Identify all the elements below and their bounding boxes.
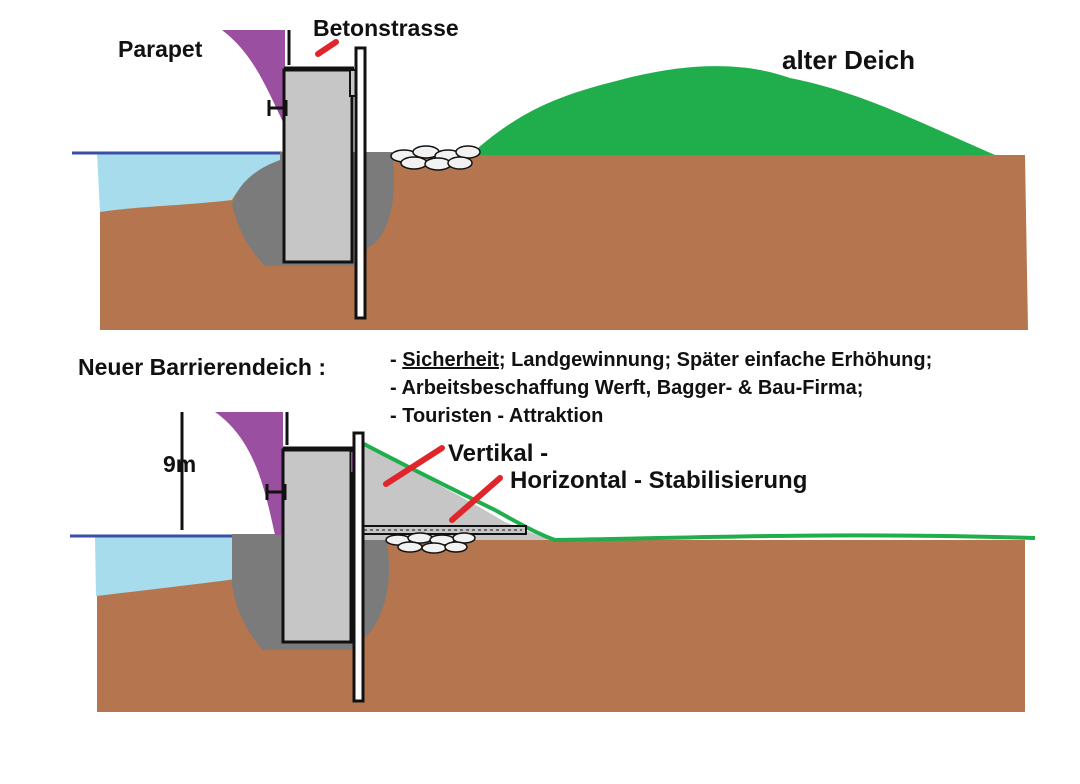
benefits-list: - Sicherheit; Landgewinnung; Später einf…	[390, 346, 932, 430]
current-dike-section	[72, 30, 1028, 330]
label-horizontal: Horizontal - Stabilisierung	[510, 467, 807, 494]
sheet-pile-bottom	[352, 431, 365, 703]
label-parapet: Parapet	[118, 36, 203, 62]
label-heading: Neuer Barrierendeich :	[78, 354, 326, 380]
parapet-top	[222, 30, 285, 126]
new-barrier-dike-section	[70, 412, 1036, 712]
pointer-betonstrasse	[315, 39, 339, 57]
label-height: 9m	[163, 451, 196, 477]
anchor-bolt-bottom	[265, 484, 287, 500]
anchor-bolt-top	[267, 100, 288, 116]
rock-armour-bottom	[385, 532, 476, 554]
label-vertikal: Vertikal -	[448, 440, 548, 467]
water-body-top	[97, 153, 280, 212]
benefit-item: - Touristen - Attraktion	[390, 405, 604, 427]
concrete-wall-bottom	[281, 448, 353, 644]
concrete-wall-top	[282, 68, 354, 264]
grass-surface	[361, 441, 1036, 543]
label-betonstrasse: Betonstrasse	[313, 15, 459, 41]
fill-embankment	[362, 443, 550, 540]
pointer-vertikal	[383, 445, 445, 487]
benefit-item: - Sicherheit; Landgewinnung; Später einf…	[390, 349, 933, 371]
old-dike	[470, 66, 995, 155]
label-alter-deich: alter Deich	[782, 45, 915, 75]
pointer-horizontal	[449, 475, 503, 523]
benefit-emphasis: Sicherheit	[402, 349, 499, 371]
sheet-pile-top	[354, 46, 367, 320]
benefit-item: - Arbeitsbeschaffung Werft, Bagger- & Ba…	[390, 377, 864, 399]
rock-armour-top	[390, 145, 481, 171]
parapet-bottom	[215, 412, 283, 535]
